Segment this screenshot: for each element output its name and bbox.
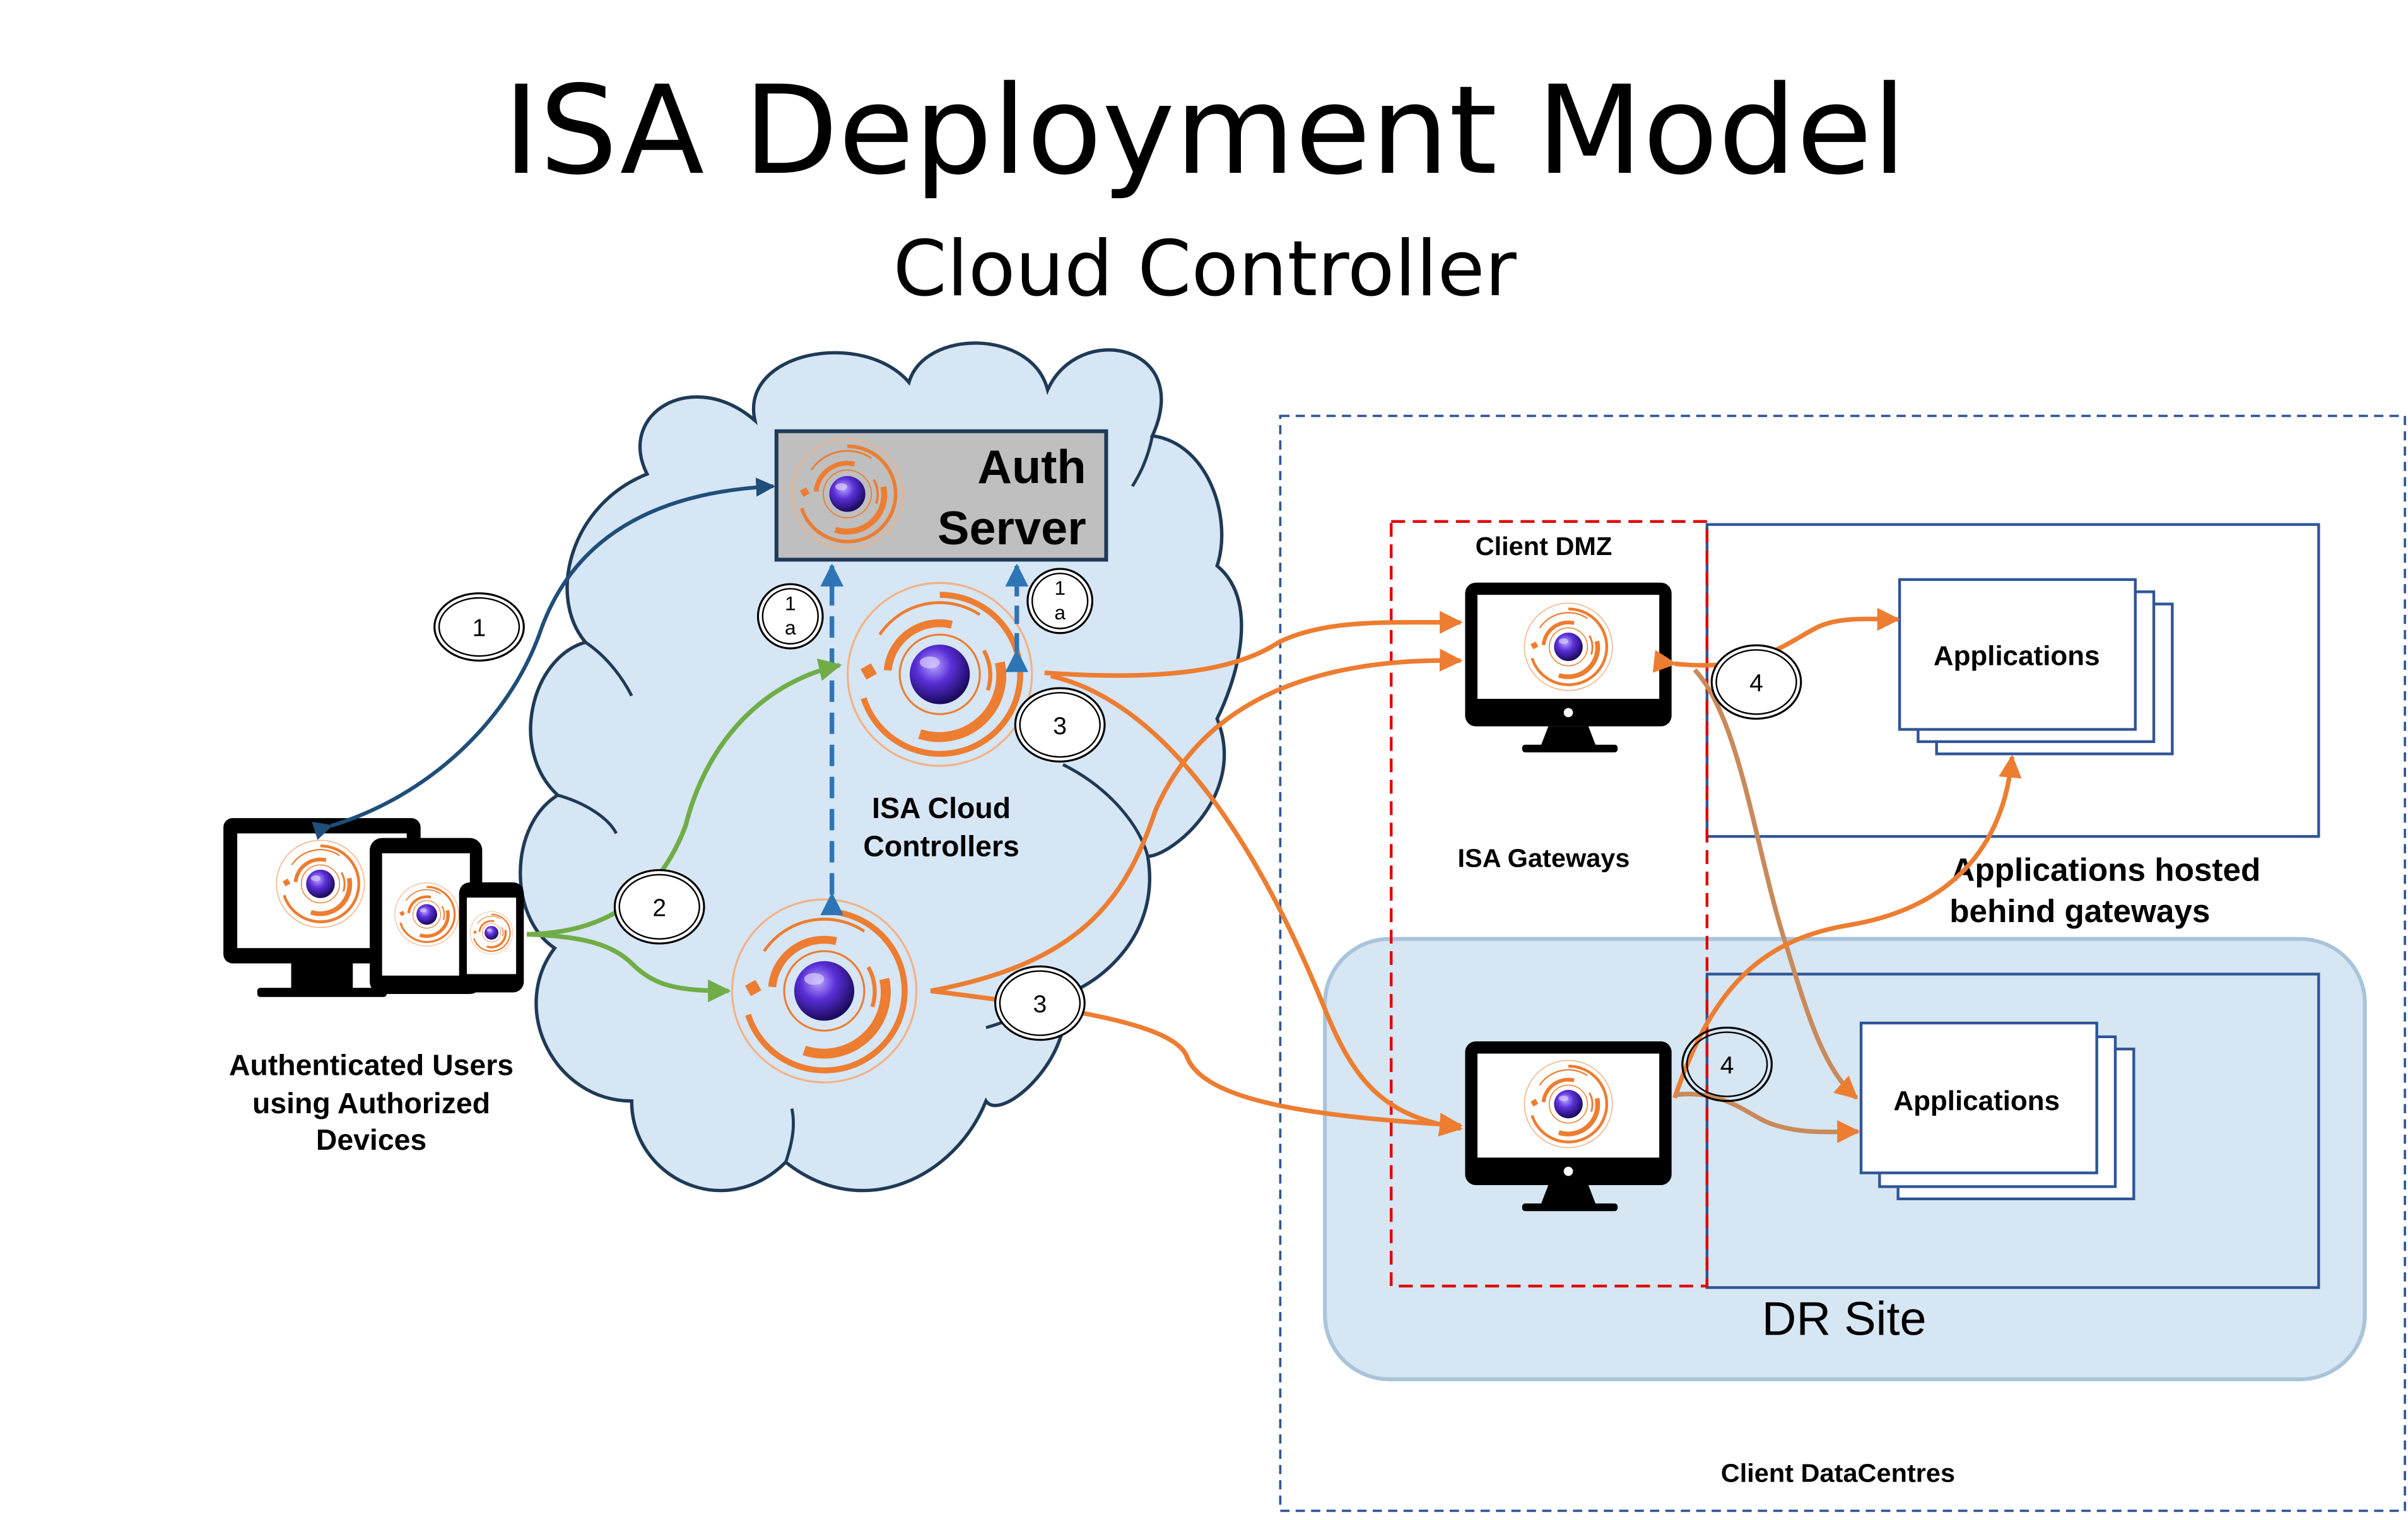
cloud-inner-line — [1131, 435, 1154, 488]
auth-server-label-line2: Server — [937, 501, 1086, 554]
gateway-primary-monitor-icon — [1465, 582, 1672, 752]
gateway-dr-monitor-icon — [1465, 1041, 1672, 1212]
step-1a-left-number: 1 — [785, 592, 796, 614]
arrow-step2-top — [527, 658, 842, 937]
step-1-number: 1 — [473, 615, 486, 642]
page-subtitle: Cloud Controller — [893, 224, 1517, 313]
step-1a-right-badge: 1 a — [1026, 568, 1094, 634]
step-4-bottom-badge: 4 — [1681, 1026, 1773, 1102]
step-2-number: 2 — [652, 894, 666, 921]
step-3-top-number: 3 — [1053, 713, 1067, 740]
step-4-bottom-number: 4 — [1720, 1052, 1734, 1079]
tablet-icon — [370, 838, 483, 994]
arrow-step4-b — [1693, 668, 1859, 1100]
step-4-top-badge: 4 — [1710, 644, 1802, 720]
page-title: ISA Deployment Model — [503, 59, 1906, 202]
arrow-step3-a — [1044, 611, 1463, 678]
apps-hosted-label-line2: behind gateways — [1949, 893, 2210, 929]
dr-site-label: DR Site — [1762, 1292, 1927, 1345]
arrow-step2-bottom — [527, 932, 731, 1003]
cloud-controllers-label-line1: ISA Cloud — [872, 792, 1011, 824]
step-1a-left-badge: 1 a — [756, 583, 824, 650]
step-3-bottom-badge: 3 — [994, 965, 1086, 1041]
step-1a-right-letter: a — [1054, 601, 1066, 624]
arrow-step1 — [312, 477, 775, 840]
step-1-badge: 1 — [433, 592, 525, 662]
applications-primary-label: Applications — [1934, 641, 2100, 672]
step-2-badge: 2 — [613, 868, 705, 945]
apps-hosted-label-line1: Applications hosted — [1951, 852, 2260, 888]
arrow-step4-c — [1672, 754, 2022, 1099]
isa-gateways-label: ISA Gateways — [1457, 844, 1630, 873]
arrow-step3-c — [930, 648, 1463, 993]
client-datacentres-label: Client DataCentres — [1721, 1459, 1955, 1488]
user-devices-group — [223, 818, 524, 997]
cloud-inner-line — [784, 1108, 796, 1163]
phone-icon — [459, 882, 524, 993]
users-label-line1: Authenticated Users — [229, 1049, 514, 1082]
step-4-top-number: 4 — [1749, 670, 1763, 697]
cloud-controllers-label-line2: Controllers — [863, 830, 1019, 863]
client-dmz-boundary — [1390, 520, 1709, 1288]
client-dmz-label: Client DMZ — [1476, 532, 1612, 561]
step-1a-left-letter: a — [785, 616, 796, 639]
client-datacentres-boundary — [1279, 414, 2406, 1512]
arrow-step3-b — [1050, 674, 1463, 1137]
users-label-line3: Devices — [316, 1123, 426, 1156]
step-3-top-badge: 3 — [1014, 687, 1106, 763]
stacked-documents-icon — [1859, 1021, 2135, 1201]
stacked-documents-icon — [1898, 578, 2174, 756]
users-label-line2: using Authorized — [252, 1087, 490, 1120]
step-1a-right-number: 1 — [1054, 576, 1066, 599]
arrow-step4-d — [1674, 1092, 1860, 1143]
applications-dr-label: Applications — [1893, 1085, 2060, 1116]
auth-server-label-line1: Auth — [977, 440, 1086, 493]
step-3-bottom-number: 3 — [1033, 991, 1047, 1018]
